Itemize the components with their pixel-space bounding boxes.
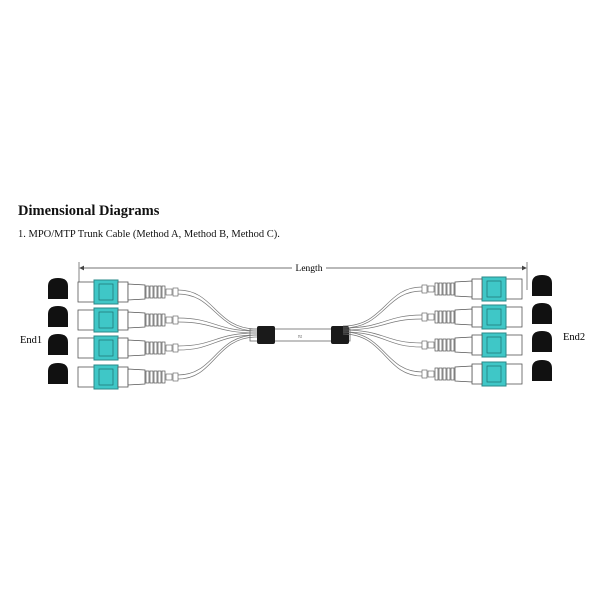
connector-housing xyxy=(93,279,119,305)
leg-label-tag xyxy=(172,315,179,325)
break-mark-icon: ≈ xyxy=(298,332,303,341)
dust-cap xyxy=(532,360,552,381)
connector-housing xyxy=(93,335,119,361)
length-label: Length xyxy=(296,264,323,274)
connector-ferrule xyxy=(505,334,523,356)
connector-ferrule xyxy=(77,366,95,388)
end1-fanout xyxy=(48,278,258,390)
strain-relief-boot xyxy=(454,336,473,354)
strain-relief-boot xyxy=(454,365,473,383)
breakout-sleeve-left xyxy=(257,326,275,344)
leg-label-tag xyxy=(421,312,428,322)
connector-leg-1 xyxy=(48,278,258,332)
leg-label-tag xyxy=(421,284,428,294)
dust-cap xyxy=(532,331,552,352)
dust-cap xyxy=(532,303,552,324)
connector-leg-1 xyxy=(342,275,552,329)
end1-label: End1 xyxy=(20,335,42,346)
fiber-leg xyxy=(177,317,258,334)
end2-label: End2 xyxy=(563,332,585,343)
leg-label-tag xyxy=(421,340,428,350)
connector-ferrule xyxy=(505,278,523,300)
strain-relief-boot xyxy=(454,308,473,326)
connector-housing xyxy=(93,364,119,390)
section-heading: Dimensional Diagrams xyxy=(18,203,160,219)
dust-cap xyxy=(48,334,68,355)
dust-cap xyxy=(532,275,552,296)
strain-relief-boot xyxy=(127,339,146,357)
fiber-leg xyxy=(342,314,423,331)
dust-cap xyxy=(48,306,68,327)
fiber-leg xyxy=(177,289,258,332)
fiber-leg xyxy=(177,334,258,380)
strain-relief-boot xyxy=(454,280,473,298)
fiber-leg xyxy=(342,286,423,329)
breakout-sleeve-right xyxy=(331,326,349,344)
strain-relief-boot xyxy=(127,283,146,301)
connector-leg-4 xyxy=(342,331,552,387)
dust-cap xyxy=(48,363,68,384)
connector-housing xyxy=(481,332,507,358)
connector-leg-4 xyxy=(48,334,258,390)
connector-leg-3 xyxy=(342,329,552,358)
connector-ferrule xyxy=(505,306,523,328)
dust-cap xyxy=(48,278,68,299)
end2-fanout xyxy=(342,275,552,387)
connector-ferrule xyxy=(77,309,95,331)
leg-label-tag xyxy=(172,372,179,382)
fiber-leg xyxy=(342,331,423,377)
strain-relief-boot xyxy=(127,311,146,329)
connector-leg-3 xyxy=(48,332,258,361)
connector-ferrule xyxy=(77,337,95,359)
leg-label-tag xyxy=(172,287,179,297)
connector-ferrule xyxy=(77,281,95,303)
connector-housing xyxy=(481,304,507,330)
fiber-leg xyxy=(177,332,258,351)
leg-label-tag xyxy=(172,343,179,353)
connector-housing xyxy=(481,276,507,302)
connector-housing xyxy=(93,307,119,333)
connector-leg-2 xyxy=(342,303,552,331)
fiber-leg xyxy=(342,329,423,348)
leg-label-tag xyxy=(421,369,428,379)
connector-housing xyxy=(481,361,507,387)
connector-leg-2 xyxy=(48,306,258,334)
figure-caption: 1. MPO/MTP Trunk Cable (Method A, Method… xyxy=(18,229,280,240)
connector-ferrule xyxy=(505,363,523,385)
strain-relief-boot xyxy=(127,368,146,386)
